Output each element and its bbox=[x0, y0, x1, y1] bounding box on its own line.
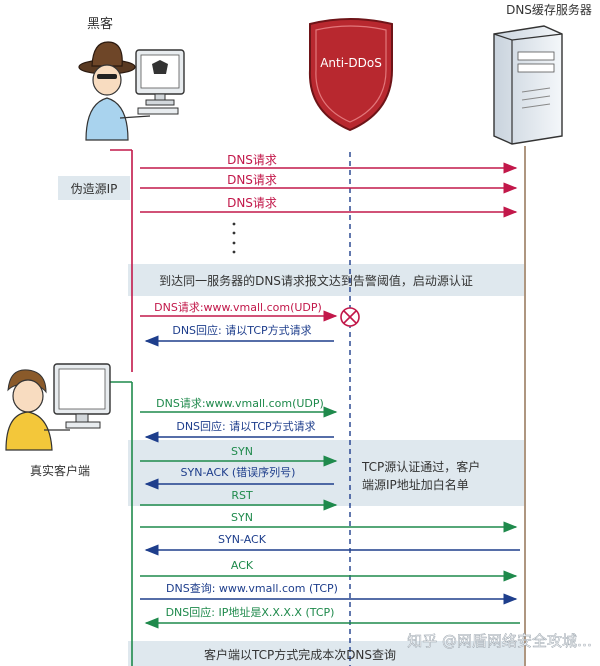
tcp-auth-text-2: 端源IP地址加白名单 bbox=[362, 477, 469, 492]
skull-icon bbox=[152, 60, 168, 74]
spoof-ip-label: 伪造源IP bbox=[71, 182, 118, 196]
attack-label-1: DNS请求 bbox=[227, 153, 277, 167]
dns-reply-tcp-label: DNS回应: IP地址是X.X.X.X (TCP) bbox=[166, 605, 335, 619]
dns-query-tcp-label: DNS查询: www.vmall.com (TCP) bbox=[166, 581, 338, 595]
syn1-label: SYN bbox=[231, 445, 253, 458]
synack1-label: SYN-ACK (错误序列号) bbox=[181, 465, 296, 479]
final-banner-bg bbox=[128, 641, 524, 666]
attack-label-3: DNS请求 bbox=[227, 196, 277, 210]
hacker-label: 黑客 bbox=[87, 16, 113, 32]
attack-flood: DNS请求 DNS请求 DNS请求 bbox=[140, 153, 518, 254]
tcp-auth-banner-bg bbox=[128, 440, 524, 506]
real-udp-label: DNS请求:www.vmall.com(UDP) bbox=[156, 397, 324, 410]
real-client-label: 真实客户端 bbox=[30, 463, 90, 478]
synack2-label: SYN-ACK bbox=[218, 533, 267, 546]
final-text: 客户端以TCP方式完成本次DNS查询 bbox=[204, 647, 396, 662]
rst-label: RST bbox=[231, 489, 253, 502]
spoof-udp-label: DNS请求:www.vmall.com(UDP) bbox=[154, 301, 322, 314]
real-client-figure: 真实客户端 bbox=[5, 363, 111, 478]
anti-ddos-shield: Anti-DDoS bbox=[308, 18, 393, 132]
hacker-figure: 黑客 bbox=[78, 16, 185, 141]
spoof-ip-box bbox=[58, 176, 130, 200]
attack-label-2: DNS请求 bbox=[227, 173, 277, 187]
shield-label: Anti-DDoS bbox=[320, 56, 382, 70]
threshold-banner-bg bbox=[128, 264, 524, 296]
syn2-label: SYN bbox=[231, 511, 253, 524]
threshold-text: 到达同一服务器的DNS请求报文达到告警阈值，启动源认证 bbox=[159, 273, 473, 288]
dns-server-figure: DNS缓存服务器 bbox=[493, 2, 592, 145]
dns-server-label: DNS缓存服务器 bbox=[506, 2, 592, 17]
real-tcp-reply-label: DNS回应: 请以TCP方式请求 bbox=[176, 419, 315, 433]
tcp-auth-text-1: TCP源认证通过，客户 bbox=[361, 459, 480, 474]
watermark: 知乎 @网盾网络安全攻城… bbox=[407, 632, 592, 650]
spoof-tcp-reply-label: DNS回应: 请以TCP方式请求 bbox=[172, 323, 311, 337]
blocked-icon bbox=[340, 307, 360, 327]
ack-label: ACK bbox=[231, 559, 254, 572]
